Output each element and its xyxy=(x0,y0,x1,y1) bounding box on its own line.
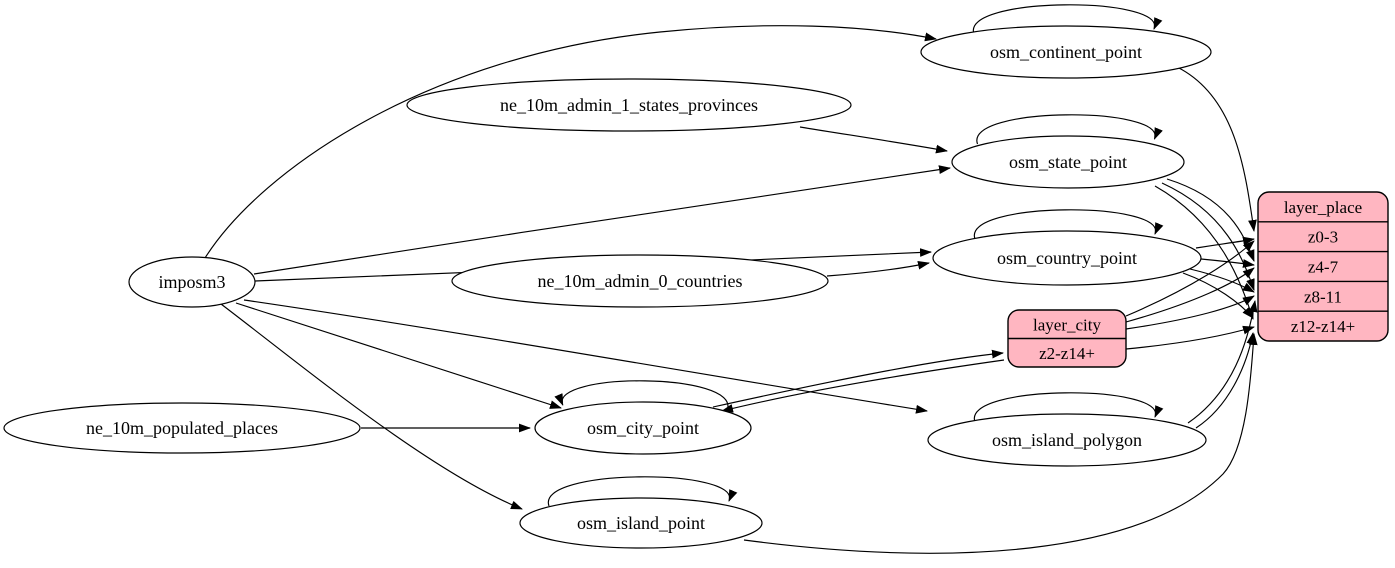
osm_island_polygon-ellipse xyxy=(927,413,1207,467)
edge-ne_10m_admin_0_countries-to-osm_country_point xyxy=(826,260,930,277)
edge-osm_country_point-to-layer_place:z12-z14+ xyxy=(1182,272,1254,319)
ne_10m_admin_0_countries-label: ne_10m_admin_0_countries xyxy=(538,271,743,291)
edge-layer_city-to-layer_place:z0-3 xyxy=(1125,240,1255,317)
edge-osm_state_point-to-layer_place:z8-11 xyxy=(1161,182,1255,291)
edge-osm_state_point-to-layer_place:z4-7 xyxy=(1166,178,1255,262)
node-ne_10m_admin_0_countries: ne_10m_admin_0_countries xyxy=(451,254,829,308)
osm_continent_point-label: osm_continent_point xyxy=(990,42,1142,62)
edge-osm_island_polygon-to-layer_place:z8-11 xyxy=(1187,300,1258,424)
self-loop-osm_island_point xyxy=(548,476,738,507)
osm_city_point-ellipse xyxy=(534,401,752,455)
edge-osm_country_point-to-layer_place:z8-11 xyxy=(1189,268,1255,293)
osm_island_polygon-label: osm_island_polygon xyxy=(992,430,1142,450)
self-loop-osm_city_point xyxy=(554,380,729,411)
ne_10m_populated_places-ellipse xyxy=(3,402,361,454)
layer_place-row-z0-3: z0-3 xyxy=(1308,228,1338,247)
osm_country_point-ellipse xyxy=(932,230,1202,286)
node-osm_island_polygon: osm_island_polygon xyxy=(927,413,1207,467)
layer_place-row-z12-z14+: z12-z14+ xyxy=(1291,317,1355,336)
node-ne_10m_admin_1_states_provinces: ne_10m_admin_1_states_provinces xyxy=(406,78,852,132)
layer_place-row-layer_place: layer_place xyxy=(1284,198,1362,217)
edge-imposm3-to-osm_island_polygon xyxy=(243,299,928,414)
self-loop-osm_continent_point xyxy=(973,4,1163,35)
edge-imposm3-to-osm_state_point xyxy=(253,165,951,275)
layer_place-row-z4-7: z4-7 xyxy=(1308,258,1339,277)
osm_city_point-label: osm_city_point xyxy=(587,418,699,438)
self-loop-osm_state_point xyxy=(976,114,1163,145)
layer_city-row-layer_city: layer_city xyxy=(1033,315,1101,334)
edge-imposm3-to-osm_island_point xyxy=(220,303,523,510)
osm_state_point-ellipse xyxy=(951,135,1185,189)
osm_continent_point-ellipse xyxy=(920,25,1212,79)
ne_10m_populated_places-label: ne_10m_populated_places xyxy=(86,418,278,438)
edge-osm_country_point-to-layer_place:z4-7 xyxy=(1200,258,1255,268)
node-layer_place: layer_place z0-3 z4-7 z8-11 z12-z14+ xyxy=(1257,191,1389,342)
osm_island_point-ellipse xyxy=(519,497,763,549)
ne_10m_admin_1_states_provinces-ellipse xyxy=(406,78,852,132)
edge-osm_city_point-to-layer_city:z2-z14+ xyxy=(712,349,1004,408)
node-osm_state_point: osm_state_point xyxy=(951,135,1185,189)
edge-osm_island_polygon-to-layer_place:z12-z14+ xyxy=(1195,332,1256,429)
edge-ne_10m_admin_1_states_provinces-to-osm_state_point xyxy=(799,126,948,154)
self-loop-osm_island_polygon xyxy=(974,392,1164,423)
node-osm_island_point: osm_island_point xyxy=(519,497,763,549)
edge-osm_continent_point-to-layer_place:z0-3 xyxy=(1176,66,1257,232)
osm_state_point-label: osm_state_point xyxy=(1009,152,1127,172)
imposm3-label: imposm3 xyxy=(158,272,225,292)
layer_place-row-z8-11: z8-11 xyxy=(1304,287,1342,306)
edge-osm_island_point-to-layer_place:z12-z14+ xyxy=(743,333,1258,554)
edge-layer_city-to-osm_city_point xyxy=(721,359,1005,413)
edge-layer_city-to-layer_place:z8-11 xyxy=(1125,295,1255,330)
node-ne_10m_populated_places: ne_10m_populated_places xyxy=(3,402,361,454)
edge-imposm3-to-osm_city_point xyxy=(235,302,562,409)
node-osm_country_point: osm_country_point xyxy=(932,230,1202,286)
edge-layer_city-to-layer_place:z4-7 xyxy=(1125,267,1255,323)
self-loop-osm_country_point xyxy=(974,209,1164,240)
edge-imposm3-to-osm_continent_point xyxy=(204,25,937,259)
osm_island_point-label: osm_island_point xyxy=(577,513,705,533)
layer_city-row-z2-z14+: z2-z14+ xyxy=(1039,344,1095,363)
edge-layer_city-to-layer_place:z12-z14+ xyxy=(1125,325,1255,350)
edge-osm_country_point-to-layer_place:z0-3 xyxy=(1195,236,1255,249)
ne_10m_admin_1_states_provinces-label: ne_10m_admin_1_states_provinces xyxy=(500,95,758,115)
node-imposm3: imposm3 xyxy=(128,256,256,308)
layer_place-record-box xyxy=(1257,191,1389,342)
osm_country_point-label: osm_country_point xyxy=(997,248,1137,268)
imposm3-ellipse xyxy=(128,256,256,308)
node-osm_continent_point: osm_continent_point xyxy=(920,25,1212,79)
ne_10m_admin_0_countries-ellipse xyxy=(451,254,829,308)
node-layer_city: layer_city z2-z14+ xyxy=(1007,309,1127,368)
node-osm_city_point: osm_city_point xyxy=(534,401,752,455)
